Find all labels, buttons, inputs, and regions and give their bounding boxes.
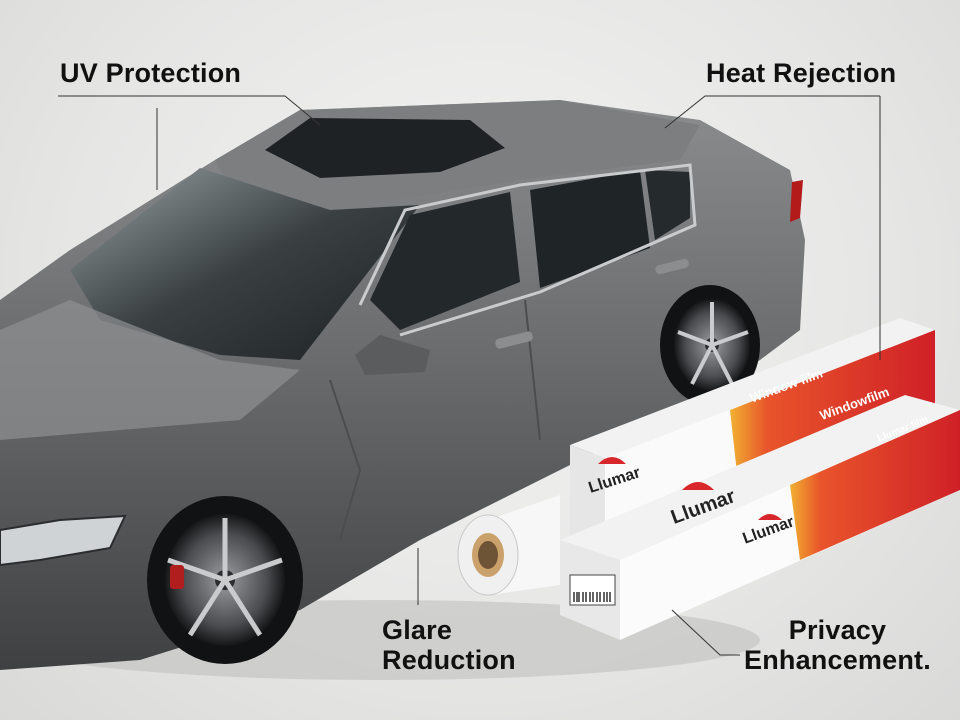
glare-line-1: Glare (382, 615, 453, 645)
glare-line-2: Reduction (382, 645, 516, 675)
door-handle-front (495, 331, 533, 349)
callout-privacy-enhancement: Privacy Enhancement. (744, 615, 931, 675)
privacy-leader-line (671, 609, 740, 656)
heat-leader-line (664, 95, 880, 129)
door-handle-rear (655, 258, 689, 275)
side-mirror (355, 335, 430, 375)
brand-logo-1 (598, 457, 626, 464)
privacy-line-1: Privacy (788, 615, 887, 645)
film-roll (457, 495, 560, 596)
car-illustration (0, 100, 805, 670)
brand-logo-2 (682, 482, 714, 490)
brand-logo-3 (758, 514, 782, 520)
hood (0, 300, 300, 440)
sunroof (265, 118, 505, 178)
barcode (569, 574, 616, 606)
callout-uv-protection: UV Protection (60, 58, 242, 88)
privacy-line-2: Enhancement. (744, 645, 931, 675)
windshield (70, 168, 420, 360)
rear-wheel (660, 285, 760, 405)
callout-lines (58, 95, 881, 656)
front-wheel (147, 496, 303, 664)
quarter-window (645, 170, 690, 240)
callout-heat-rejection: Heat Rejection (706, 58, 897, 88)
film-box-front (560, 395, 960, 640)
uv-leader-line (58, 95, 321, 126)
headlight (0, 514, 127, 567)
front-side-window (370, 192, 520, 330)
tail-light (790, 180, 803, 222)
callout-glare-reduction: Glare Reduction (382, 615, 516, 675)
